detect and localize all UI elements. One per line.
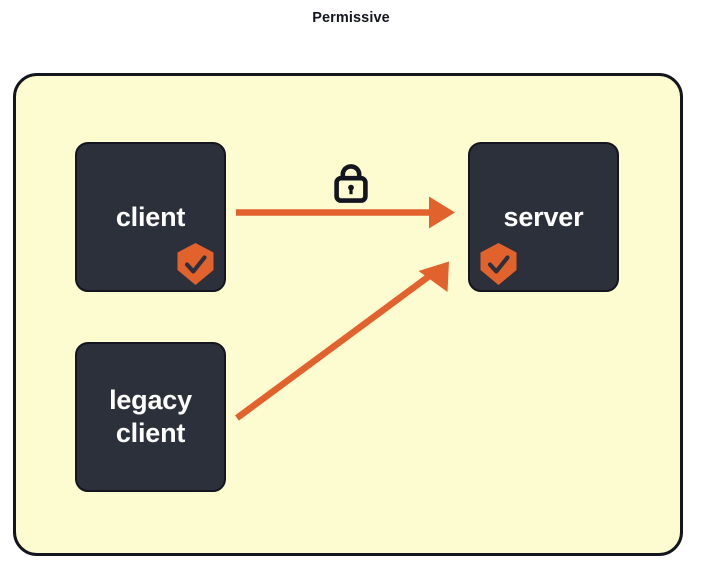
shield-check-icon [480,243,517,285]
shield-check-icon [177,243,214,285]
lock-icon [334,164,368,203]
node-legacy-client[interactable]: legacy client [75,342,226,492]
node-server-label: server [503,201,584,232]
node-client[interactable]: client [75,142,226,292]
node-legacy-client-label: legacy client [109,385,192,448]
node-client-label: client [115,201,186,232]
page-title: Permissive [312,10,390,26]
node-server[interactable]: server [468,142,619,292]
